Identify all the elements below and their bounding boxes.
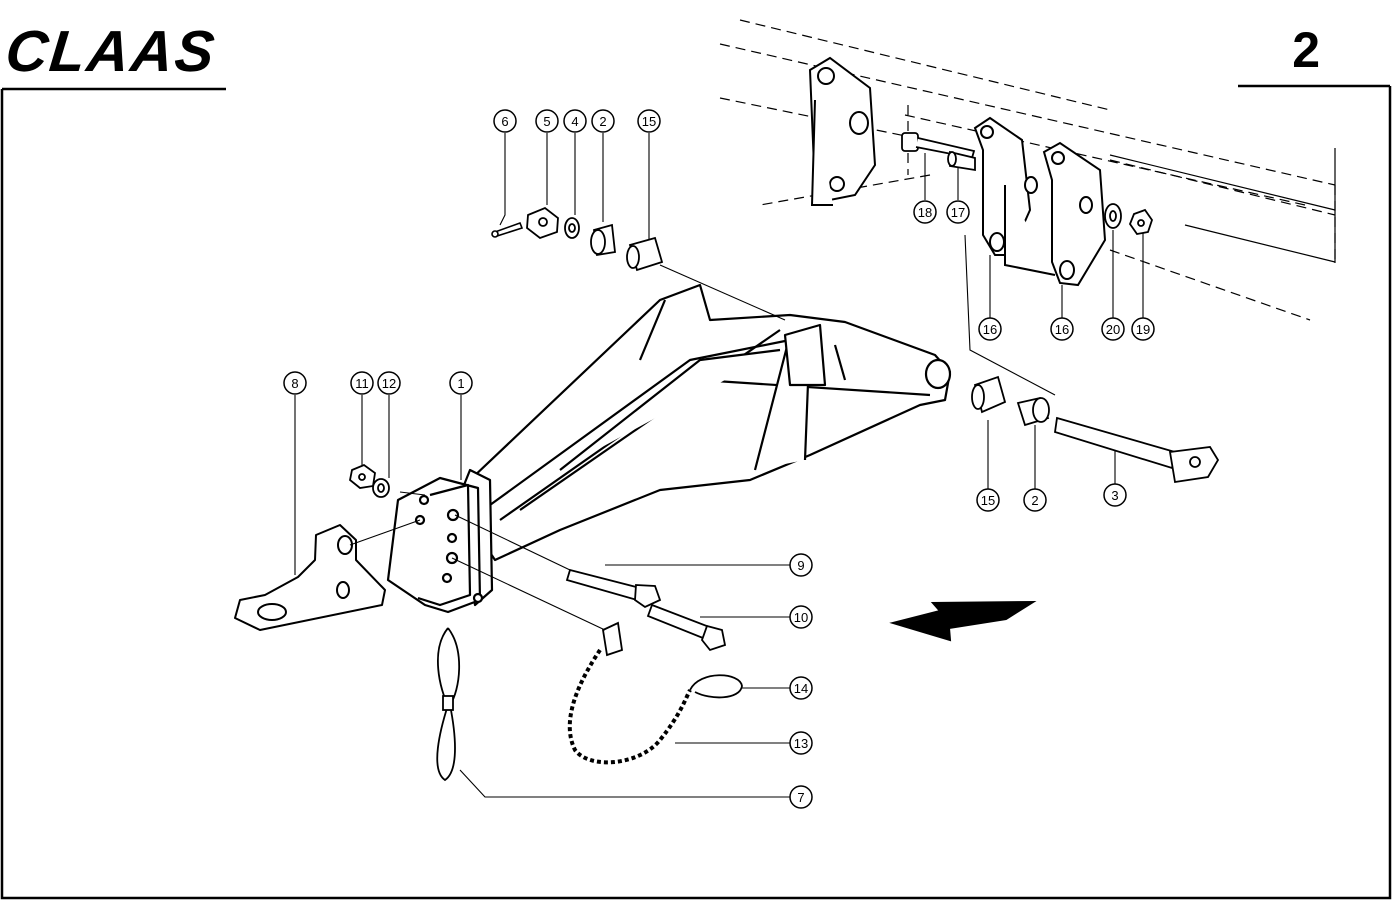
drawbar-eye-8	[234, 524, 386, 631]
callout-15b: 15	[976, 488, 1000, 512]
front-plate	[386, 468, 494, 614]
callout-18: 18	[913, 200, 937, 224]
callout-3-label: 3	[1111, 488, 1118, 503]
frame-bracket-left	[808, 56, 877, 206]
callout-9: 9	[789, 553, 813, 577]
callout-4: 4	[563, 109, 587, 133]
callout-10: 10	[789, 605, 813, 629]
bush-15-top	[626, 236, 664, 272]
leader-lines	[294, 133, 1144, 798]
callout-16b-label: 16	[1055, 322, 1069, 337]
callout-15a: 15	[637, 109, 661, 133]
bush-2-right	[1016, 396, 1050, 427]
callout-10-label: 10	[794, 610, 808, 625]
callout-13: 13	[789, 731, 813, 755]
callout-20-label: 20	[1106, 322, 1120, 337]
callout-16a-label: 16	[983, 322, 997, 337]
callout-1-label: 1	[457, 376, 464, 391]
callout-15a-label: 15	[642, 114, 656, 129]
callout-7: 7	[789, 785, 813, 809]
callout-18-label: 18	[918, 205, 932, 220]
callout-1: 1	[449, 371, 473, 395]
washer-4	[564, 217, 580, 239]
callout-16a: 16	[978, 317, 1002, 341]
callout-2a-label: 2	[599, 114, 606, 129]
callout-17-label: 17	[951, 205, 965, 220]
bush-17	[947, 150, 976, 172]
callout-2b-label: 2	[1031, 493, 1038, 508]
callout-8-label: 8	[291, 376, 298, 391]
callout-6: 6	[493, 109, 517, 133]
machine-frame-solid	[1109, 148, 1336, 263]
callout-2a: 2	[591, 109, 615, 133]
washer-20	[1104, 203, 1122, 229]
callout-13-label: 13	[794, 736, 808, 751]
linch-clip-14	[689, 674, 743, 699]
callout-9-label: 9	[797, 558, 804, 573]
bolt-10	[646, 603, 727, 652]
nut-19	[1128, 208, 1153, 235]
callout-markers: 6 5 4 2 15 8 11 12 1 9 10 14 13 7 15 2 3…	[283, 109, 1155, 809]
direction-arrow-icon	[889, 600, 1037, 642]
nut-11	[349, 463, 376, 489]
spring-clip-7	[436, 627, 461, 782]
bush-15-right	[971, 375, 1007, 414]
callout-12: 12	[377, 371, 401, 395]
callout-16b: 16	[1050, 317, 1074, 341]
bolt-18	[901, 132, 976, 160]
castle-nut-5	[526, 206, 559, 240]
callout-7-label: 7	[797, 790, 804, 805]
callout-19-label: 19	[1136, 322, 1150, 337]
callout-12-label: 12	[382, 376, 396, 391]
safety-chain-13	[567, 621, 692, 765]
hinge-plate-16b	[1004, 141, 1107, 287]
callout-2b: 2	[1023, 488, 1047, 512]
callout-5-label: 5	[543, 114, 550, 129]
callout-6-label: 6	[501, 114, 508, 129]
bolt-9	[565, 568, 662, 609]
callout-17: 17	[946, 200, 970, 224]
callout-19: 19	[1131, 317, 1155, 341]
callout-14: 14	[789, 676, 813, 700]
callout-11-label: 11	[355, 376, 369, 391]
page-frame	[0, 84, 1392, 900]
washer-12	[372, 478, 390, 498]
callout-5: 5	[535, 109, 559, 133]
callout-4-label: 4	[571, 114, 578, 129]
page-number: 2	[1292, 22, 1320, 78]
callout-8: 8	[283, 371, 307, 395]
drawbar-body-1	[468, 283, 952, 562]
bush-2-top	[590, 223, 616, 257]
callout-3: 3	[1103, 483, 1127, 507]
callout-11: 11	[350, 371, 374, 395]
callout-14-label: 14	[794, 681, 808, 696]
callout-20: 20	[1101, 317, 1125, 341]
split-pin-6	[491, 221, 524, 238]
callout-15b-label: 15	[981, 493, 995, 508]
pin-3	[1054, 416, 1220, 484]
